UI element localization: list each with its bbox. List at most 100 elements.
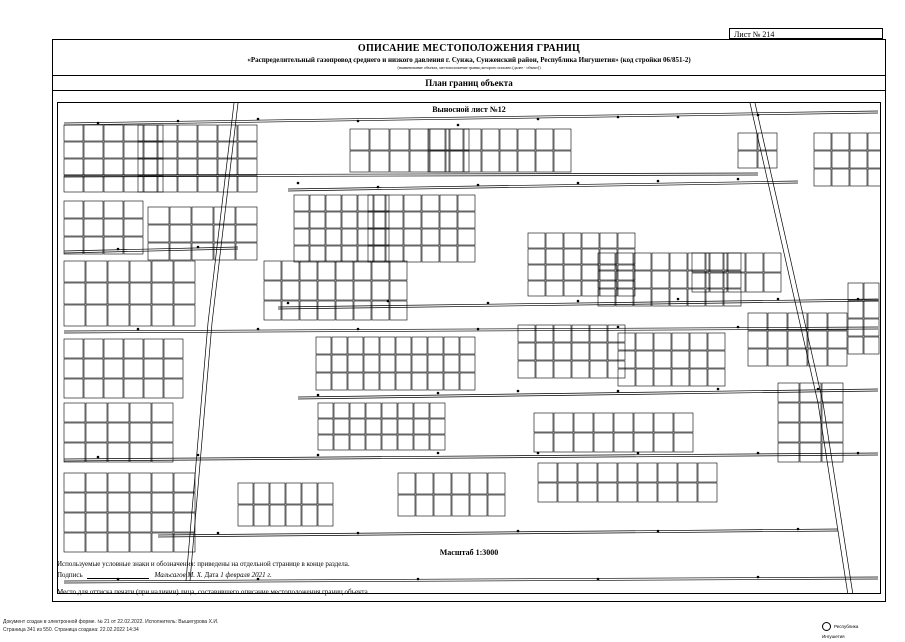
- land-parcel: [637, 462, 658, 483]
- land-parcel: [415, 494, 434, 517]
- land-parcel: [411, 354, 428, 373]
- land-parcel: [63, 402, 86, 423]
- road-line: [63, 172, 759, 176]
- land-parcel: [379, 354, 396, 373]
- land-parcel: [827, 330, 848, 349]
- land-parcel: [317, 504, 334, 527]
- land-parcel: [787, 348, 808, 367]
- survey-point: [96, 455, 100, 459]
- land-parcel: [389, 150, 410, 173]
- land-parcel: [439, 245, 458, 263]
- land-parcel: [63, 282, 86, 305]
- land-parcel: [285, 504, 302, 527]
- land-parcel: [217, 124, 238, 142]
- land-parcel: [107, 532, 130, 553]
- land-parcel: [821, 402, 844, 423]
- land-parcel: [151, 442, 174, 463]
- land-parcel: [347, 354, 364, 373]
- land-parcel: [481, 128, 500, 151]
- road-line: [749, 103, 849, 593]
- land-parcel: [123, 378, 144, 399]
- land-parcel: [367, 228, 386, 246]
- land-parcel: [315, 372, 332, 391]
- land-parcel: [517, 150, 536, 173]
- land-parcel: [357, 245, 374, 263]
- land-parcel: [85, 422, 108, 443]
- land-parcel: [63, 236, 84, 255]
- land-parcel: [589, 324, 608, 343]
- land-parcel: [325, 245, 342, 263]
- land-parcel: [107, 492, 130, 513]
- land-parcel: [635, 350, 654, 369]
- land-parcel: [777, 402, 800, 423]
- document-title: ОПИСАНИЕ МЕСТОПОЛОЖЕНИЯ ГРАНИЦ: [357, 43, 581, 54]
- land-parcel: [373, 245, 390, 263]
- land-parcel: [237, 482, 254, 505]
- land-parcel: [147, 206, 170, 225]
- land-parcel: [317, 434, 334, 451]
- land-parcel: [83, 236, 104, 255]
- land-parcel: [617, 248, 636, 265]
- land-parcel: [103, 338, 124, 359]
- land-parcel: [457, 228, 476, 246]
- land-parcel: [707, 332, 726, 351]
- road-line: [63, 112, 879, 126]
- land-parcel: [103, 378, 124, 399]
- land-parcel: [429, 402, 446, 419]
- land-parcel: [577, 482, 598, 503]
- land-parcel: [157, 124, 178, 142]
- road-line: [63, 326, 879, 332]
- land-parcel: [107, 422, 130, 443]
- land-parcel: [545, 232, 564, 249]
- land-parcel: [617, 280, 636, 297]
- land-parcel: [709, 252, 728, 273]
- survey-point: [596, 577, 600, 581]
- survey-point: [376, 185, 380, 189]
- land-parcel: [653, 412, 674, 433]
- land-parcel: [459, 354, 476, 373]
- survey-point: [776, 297, 780, 301]
- land-parcel: [107, 260, 130, 283]
- land-parcel: [103, 218, 124, 237]
- land-parcel: [371, 300, 390, 321]
- land-parcel: [553, 412, 574, 433]
- sheet-number: Лист № 214: [729, 28, 883, 39]
- survey-point: [436, 451, 440, 455]
- land-parcel: [129, 492, 152, 513]
- land-parcel: [83, 175, 104, 193]
- land-parcel: [469, 472, 488, 495]
- land-parcel: [707, 368, 726, 387]
- land-parcel: [317, 280, 336, 301]
- land-parcel: [379, 336, 396, 355]
- land-parcel: [527, 248, 546, 265]
- land-parcel: [177, 158, 198, 176]
- divider: [53, 90, 885, 91]
- land-parcel: [463, 150, 482, 173]
- land-parcel: [63, 358, 84, 379]
- survey-point: [816, 387, 820, 391]
- land-parcel: [589, 342, 608, 361]
- survey-point: [536, 451, 540, 455]
- land-parcel: [799, 382, 822, 403]
- land-parcel: [517, 324, 536, 343]
- land-parcel: [103, 124, 124, 142]
- land-parcel: [63, 422, 86, 443]
- land-parcel: [63, 260, 86, 283]
- land-parcel: [403, 211, 422, 229]
- land-parcel: [633, 412, 654, 433]
- logo: Республика Ингушетия: [822, 622, 882, 639]
- land-parcel: [309, 245, 326, 263]
- land-parcel: [421, 228, 440, 246]
- land-parcel: [137, 158, 158, 176]
- land-parcel: [123, 158, 144, 176]
- land-parcel: [421, 245, 440, 263]
- land-parcel: [669, 288, 688, 307]
- land-parcel: [137, 141, 158, 159]
- road-line: [63, 578, 879, 584]
- land-parcel: [333, 418, 350, 435]
- land-parcel: [807, 348, 828, 367]
- land-parcel: [429, 434, 446, 451]
- land-parcel: [281, 280, 300, 301]
- land-parcel: [599, 232, 618, 249]
- land-parcel: [389, 260, 408, 281]
